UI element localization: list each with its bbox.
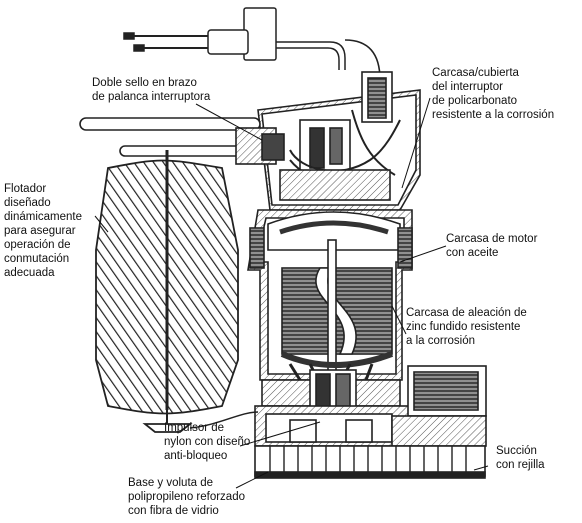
pump-base bbox=[254, 365, 487, 479]
label-impeller: Impulsor de nylon con diseño anti-bloque… bbox=[164, 422, 251, 462]
leader-lines bbox=[94, 97, 489, 489]
motor-housing bbox=[247, 209, 413, 421]
label-motor-housing: Carcasa de motor con aceite bbox=[446, 233, 538, 259]
label-double-seal: Doble sello en brazo de palanca interrup… bbox=[92, 77, 211, 103]
label-suction: Succión con rejilla bbox=[496, 445, 545, 471]
power-plug bbox=[123, 7, 277, 61]
label-base: Base y voluta de polipropileno reforzado… bbox=[128, 477, 245, 517]
switch-housing bbox=[257, 71, 421, 211]
switch-arm bbox=[79, 117, 285, 165]
label-zinc-housing: Carcasa de aleación de zinc fundido resi… bbox=[406, 307, 527, 347]
float bbox=[95, 150, 259, 433]
power-cord bbox=[276, 41, 346, 70]
label-switch-housing: Carcasa/cubierta del interruptor de poli… bbox=[432, 67, 555, 121]
label-float: Flotador diseñado dinámicamente para ase… bbox=[4, 183, 82, 279]
